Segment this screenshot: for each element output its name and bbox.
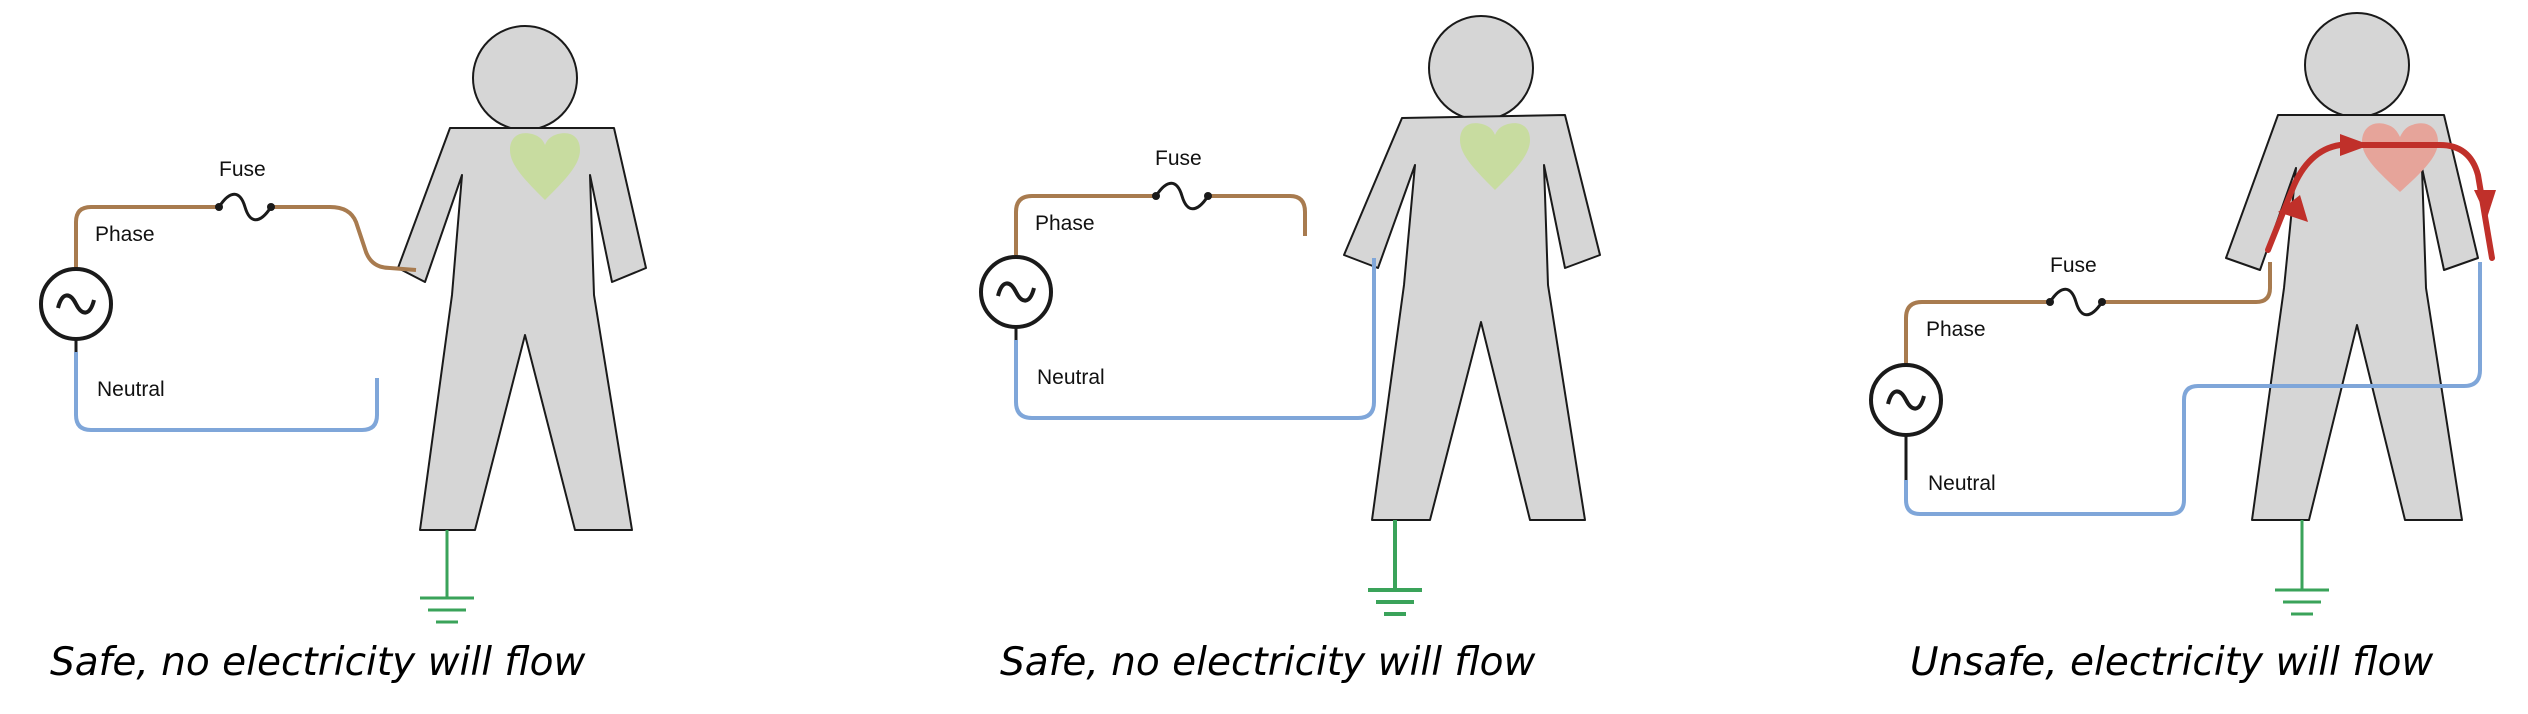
panel-caption: Safe, no electricity will flow — [1000, 640, 1536, 685]
neutral-label: Neutral — [97, 378, 165, 401]
person-figure — [1343, 15, 1601, 521]
ac-source-icon — [979, 255, 1053, 340]
heart-icon — [510, 133, 580, 200]
neutral-wire — [1904, 262, 2482, 516]
panel-2: Fuse Phase Neutral Safe, no electricity … — [940, 0, 1740, 714]
person-figure — [2225, 12, 2479, 521]
person-body — [2225, 114, 2479, 521]
ground-symbol — [2275, 520, 2329, 616]
ac-source-icon — [39, 267, 113, 352]
ground-symbol — [420, 530, 474, 624]
panel-caption: Safe, no electricity will flow — [50, 640, 586, 685]
arrow-right-icon — [2340, 134, 2370, 156]
panel-caption: Unsafe, electricity will flow — [1910, 640, 2434, 685]
person-body — [1343, 114, 1601, 521]
person-head — [1428, 15, 1534, 121]
heart-icon — [2362, 123, 2438, 192]
phase-label: Phase — [1926, 318, 1986, 341]
neutral-label: Neutral — [1037, 366, 1105, 389]
neutral-wire — [1014, 258, 1376, 420]
phase-wire — [1014, 194, 1307, 255]
arrow-up-icon — [2278, 195, 2308, 222]
person-figure — [397, 25, 647, 531]
current-path-arrow — [2265, 134, 2496, 261]
arrow-down-icon — [2474, 190, 2496, 218]
panel-2-drawing — [979, 15, 1601, 616]
person-head — [2304, 12, 2410, 118]
phase-wire — [74, 205, 417, 272]
panel-1-drawing — [39, 25, 647, 624]
fuse-symbol — [1152, 181, 1212, 211]
panel-3: Fuse Phase Neutral Unsafe, electricity w… — [1830, 0, 2528, 714]
phase-label: Phase — [95, 223, 155, 246]
heart-icon — [1460, 123, 1530, 190]
fuse-symbol — [2046, 287, 2106, 317]
panel-3-drawing — [1869, 12, 2496, 616]
fuse-symbol — [215, 192, 275, 222]
fuse-label: Fuse — [219, 158, 266, 181]
phase-wire — [1904, 262, 2272, 365]
neutral-label: Neutral — [1928, 472, 1996, 495]
panel-1: Fuse Phase Neutral Safe, no electricity … — [0, 0, 840, 714]
person-body — [397, 127, 647, 531]
neutral-wire — [74, 352, 379, 432]
person-head — [472, 25, 578, 131]
phase-label: Phase — [1035, 212, 1095, 235]
fuse-label: Fuse — [1155, 147, 1202, 170]
fuse-label: Fuse — [2050, 254, 2097, 277]
ac-source-icon — [1869, 363, 1943, 480]
ground-symbol — [1368, 520, 1422, 616]
